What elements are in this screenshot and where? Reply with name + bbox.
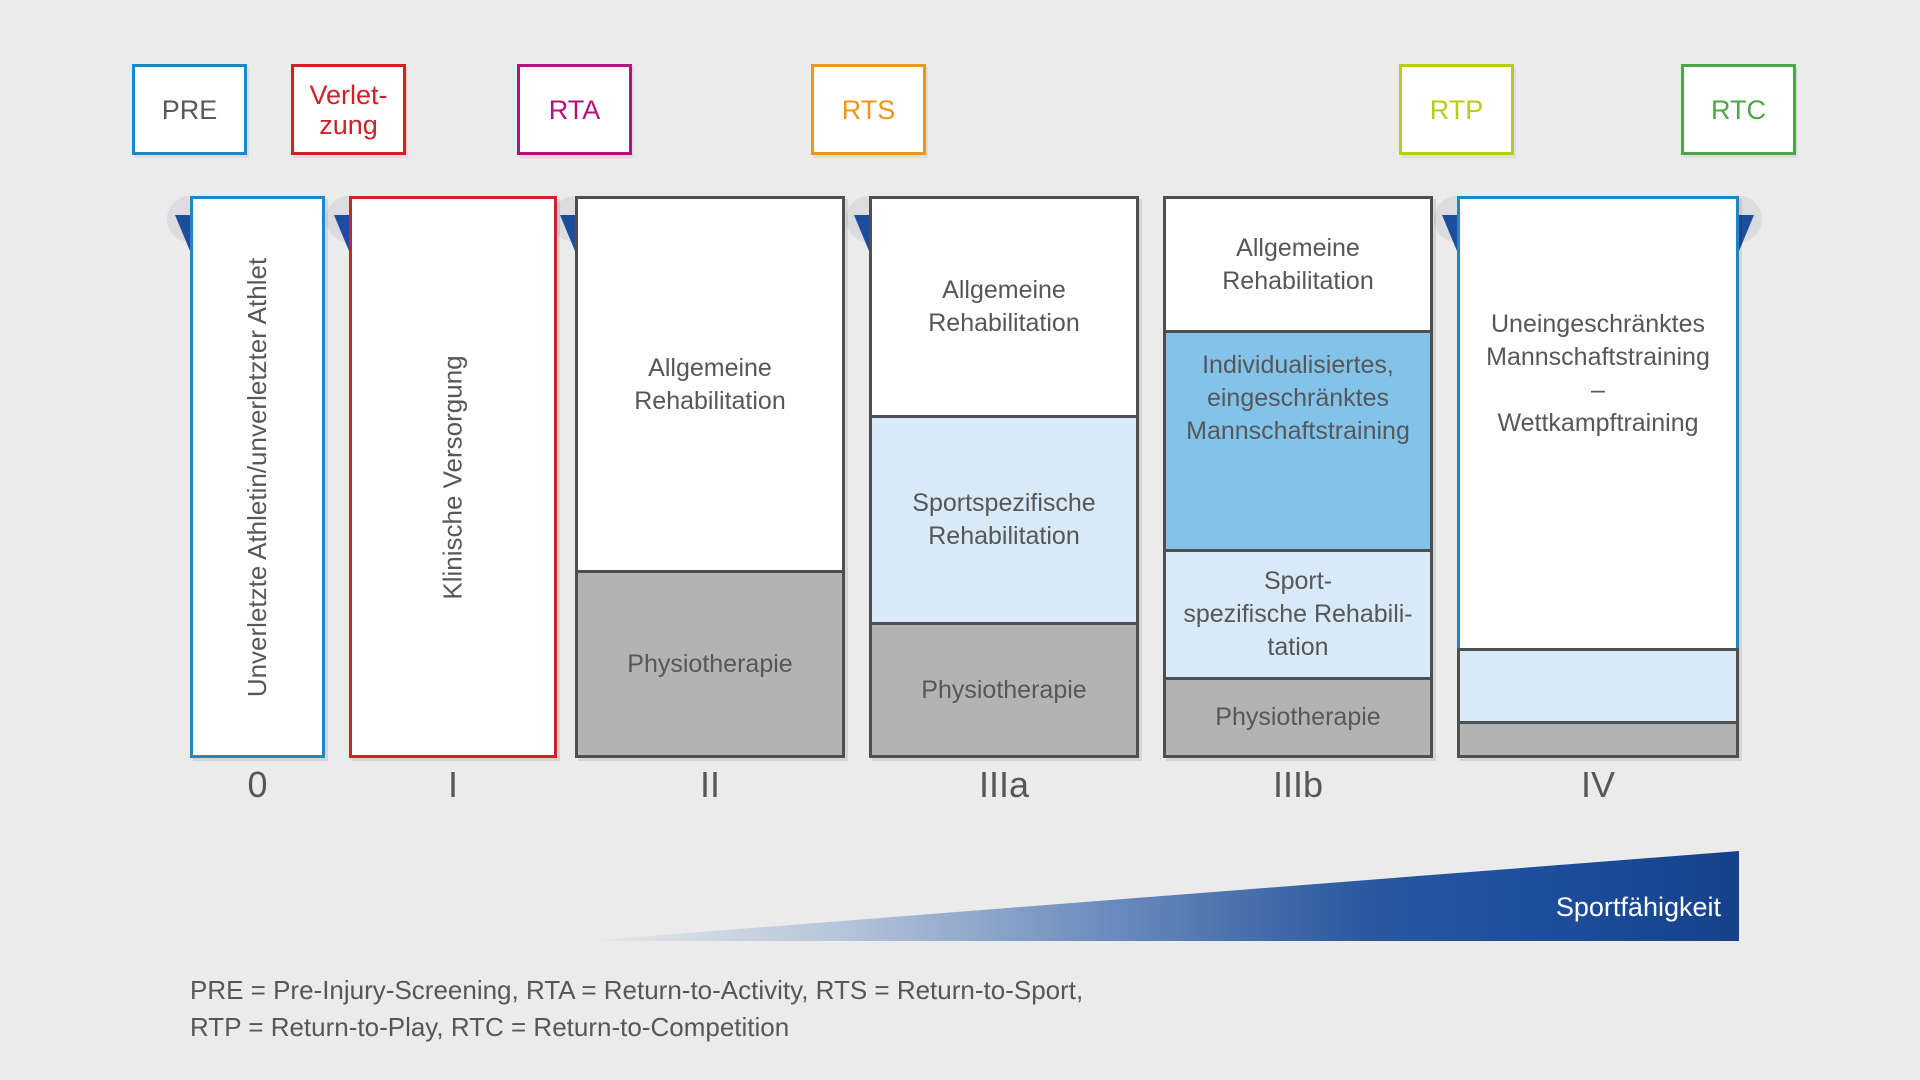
section-label: Physiotherapie (921, 675, 1087, 704)
marker-pre: PRE (132, 64, 247, 251)
marker-rtc-label: RTC (1710, 94, 1766, 125)
marker-pre-box: PRE (132, 64, 247, 155)
marker-rta-box: RTA (517, 64, 632, 155)
section-label: Allgemeine Rehabilitation (1222, 233, 1374, 295)
marker-rts-label: RTS (841, 94, 896, 125)
marker-rtp: RTP (1399, 64, 1514, 251)
marker-verletzung: Verlet- zung (291, 64, 406, 251)
legend-line-1: PRE = Pre-Injury-Screening, RTA = Return… (190, 975, 1084, 1005)
section-allgemeine-rehabilitation: Allgemeine Rehabilitation (872, 199, 1136, 415)
section-label: Physiotherapie (1215, 703, 1381, 731)
section-label: Allgemeine Rehabilitation (928, 276, 1080, 337)
section-physiotherapie: Physiotherapie (1166, 677, 1430, 755)
marker-rtp-label: RTP (1429, 94, 1484, 125)
section-physiotherapie: Physiotherapie (578, 570, 842, 755)
phase-label-i: I (447, 764, 458, 805)
phase-label-iiib: IIIb (1272, 764, 1324, 805)
section-sportspezifische-rehabilitation: Sportspezifische Rehabilitation (872, 415, 1136, 622)
section-sportspezifische-band (1457, 648, 1739, 721)
section-uneingeschraenktes-mannschaftstraining: Uneingeschränktes Mannschaftstraining – … (1457, 196, 1739, 648)
legend-line-2: RTP = Return-to-Play, RTC = Return-to-Co… (190, 1012, 790, 1042)
phase-i-box: Klinische Versorgung (349, 196, 557, 758)
section-label: Individualisiertes, eingeschränktes Mann… (1186, 351, 1410, 445)
phase-column-ii: Allgemeine Rehabilitation Physiotherapie (575, 196, 845, 758)
marker-pre-label: PRE (161, 94, 218, 125)
section-label: Sport- spezifische Rehabili- tation (1183, 567, 1413, 661)
phase-column-0: Unverletzte Athletin/unverletzter Athlet (190, 196, 325, 758)
marker-rtp-box: RTP (1399, 64, 1514, 155)
phase-label-ii: II (699, 764, 720, 805)
marker-rts-box: RTS (811, 64, 926, 155)
phase-ii-box: Allgemeine Rehabilitation Physiotherapie (575, 196, 845, 758)
section-individualisiertes-mannschaftstraining: Individualisiertes, eingeschränktes Mann… (1166, 330, 1430, 549)
phase-0-box: Unverletzte Athletin/unverletzter Athlet (190, 196, 325, 758)
marker-verletzung-box: Verlet- zung (291, 64, 406, 155)
marker-rta-label: RTA (548, 94, 601, 125)
marker-verletzung-label: Verlet- zung (309, 79, 388, 140)
marker-rtc: RTC (1681, 64, 1796, 251)
phase-i-text: Klinische Versorgung (437, 354, 468, 600)
phase-column-i: Klinische Versorgung (349, 196, 557, 758)
section-physiotherapie-band (1457, 721, 1739, 758)
phase-label-iiia: IIIa (978, 764, 1030, 805)
phase-iiia-box: Allgemeine Rehabilitation Sportspezifisc… (869, 196, 1139, 758)
phase-column-iv: Uneingeschränktes Mannschaftstraining – … (1457, 196, 1739, 758)
marker-rta: RTA (517, 64, 632, 251)
sportfaehigkeit-wedge: Sportfähigkeit (585, 851, 1739, 941)
phase-iiib-box: Allgemeine Rehabilitation Individualisie… (1163, 196, 1433, 758)
section-allgemeine-rehabilitation: Allgemeine Rehabilitation (1166, 199, 1430, 330)
marker-rts: RTS (811, 64, 926, 251)
phase-label-iv: IV (1580, 764, 1615, 805)
phase-column-iiia: Allgemeine Rehabilitation Sportspezifisc… (869, 196, 1139, 758)
phase-column-iiib: Allgemeine Rehabilitation Individualisie… (1163, 196, 1433, 758)
section-label: Physiotherapie (627, 649, 793, 678)
marker-rtc-box: RTC (1681, 64, 1796, 155)
section-physiotherapie: Physiotherapie (872, 622, 1136, 755)
section-sportspezifische-rehabilitation: Sport- spezifische Rehabili- tation (1166, 549, 1430, 677)
abbreviation-legend: PRE = Pre-Injury-Screening, RTA = Return… (190, 972, 1083, 1046)
phase-0-text: Unverletzte Athletin/unverletzter Athlet (242, 257, 273, 697)
section-label: Uneingeschränktes Mannschaftstraining – … (1486, 309, 1710, 437)
wedge-label: Sportfähigkeit (1555, 892, 1721, 922)
phase-label-0: 0 (247, 764, 268, 805)
section-allgemeine-rehabilitation: Allgemeine Rehabilitation (578, 199, 842, 570)
section-label: Sportspezifische Rehabilitation (912, 489, 1096, 550)
section-label: Allgemeine Rehabilitation (634, 353, 786, 415)
